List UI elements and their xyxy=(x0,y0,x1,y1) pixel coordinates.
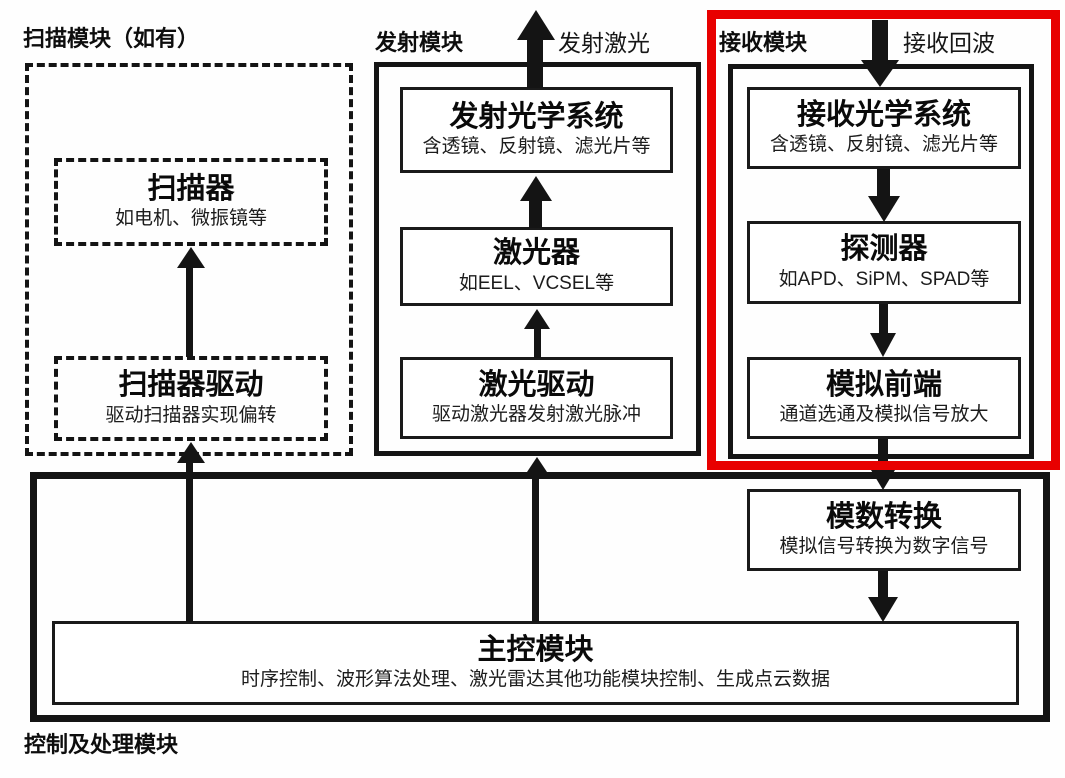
transmit-optics-box: 发射光学系统 含透镜、反射镜、滤光片等 xyxy=(400,87,673,173)
scanner-driver-subtitle: 驱动扫描器实现偏转 xyxy=(105,404,277,426)
transmit-optics-subtitle: 含透镜、反射镜、滤光片等 xyxy=(422,136,651,158)
transmit-arrow-label: 发射激光 xyxy=(558,30,650,56)
laser-title: 激光器 xyxy=(492,237,580,270)
receive-optics-title: 接收光学系统 xyxy=(796,98,971,131)
adc-title: 模数转换 xyxy=(825,500,942,533)
detector-subtitle: 如APD、SiPM、SPAD等 xyxy=(778,268,990,290)
scanner-subtitle: 如电机、微振镜等 xyxy=(114,208,267,230)
receive-module-label: 接收模块 xyxy=(719,30,808,55)
laser-box: 激光器 如EEL、VCSEL等 xyxy=(400,227,673,306)
scanner-box: 扫描器 如电机、微振镜等 xyxy=(54,158,328,246)
receive-arrow-label: 接收回波 xyxy=(903,30,995,56)
scan-module-label: 扫描模块（如有） xyxy=(23,26,200,51)
laser-driver-subtitle: 驱动激光器发射激光脉冲 xyxy=(431,404,641,426)
main-controller-box: 主控模块 时序控制、波形算法处理、激光雷达其他功能模块控制、生成点云数据 xyxy=(52,621,1019,705)
transmit-module-label: 发射模块 xyxy=(375,30,464,55)
transmit-optics-title: 发射光学系统 xyxy=(449,100,624,133)
receive-module-highlight-frame xyxy=(707,10,1060,470)
laser-driver-box: 激光驱动 驱动激光器发射激光脉冲 xyxy=(400,357,673,439)
detector-title: 探测器 xyxy=(840,233,928,266)
detector-box: 探测器 如APD、SiPM、SPAD等 xyxy=(747,221,1021,304)
main-controller-title: 主控模块 xyxy=(477,633,594,666)
control-module-label: 控制及处理模块 xyxy=(24,732,179,757)
main-controller-subtitle: 时序控制、波形算法处理、激光雷达其他功能模块控制、生成点云数据 xyxy=(240,669,830,691)
adc-subtitle: 模拟信号转换为数字信号 xyxy=(779,536,989,558)
scanner-driver-box: 扫描器驱动 驱动扫描器实现偏转 xyxy=(54,356,328,441)
analog-front-end-title: 模拟前端 xyxy=(825,368,942,401)
analog-front-end-box: 模拟前端 通道选通及模拟信号放大 xyxy=(747,357,1021,439)
scanner-driver-title: 扫描器驱动 xyxy=(118,369,264,402)
laser-driver-title: 激光驱动 xyxy=(478,368,595,401)
adc-box: 模数转换 模拟信号转换为数字信号 xyxy=(747,489,1021,571)
analog-front-end-subtitle: 通道选通及模拟信号放大 xyxy=(779,404,989,426)
receive-optics-box: 接收光学系统 含透镜、反射镜、滤光片等 xyxy=(747,87,1021,169)
scanner-title: 扫描器 xyxy=(147,172,235,205)
laser-subtitle: 如EEL、VCSEL等 xyxy=(458,272,615,294)
receive-optics-subtitle: 含透镜、反射镜、滤光片等 xyxy=(769,134,998,156)
